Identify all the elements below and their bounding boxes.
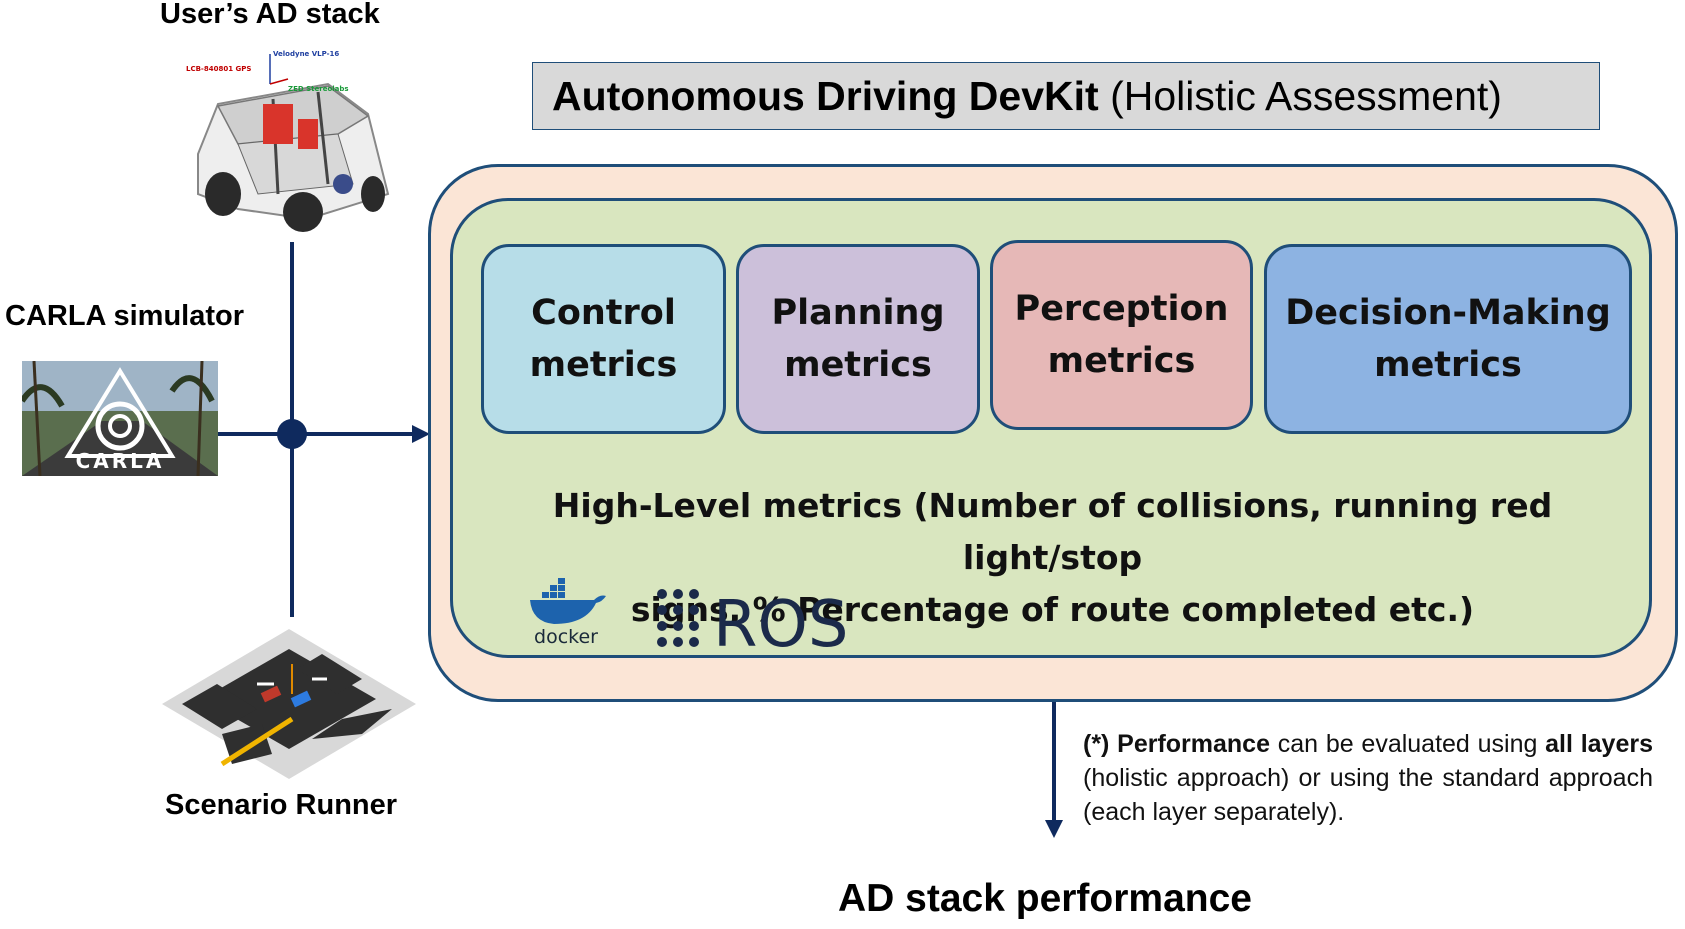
zed-label: ZED Stereolabs bbox=[288, 85, 349, 93]
devkit-title-bold: Autonomous Driving DevKit bbox=[552, 72, 1099, 119]
planning-metrics-subtitle: metrics bbox=[784, 345, 932, 385]
perception-metrics-title: Perception bbox=[1014, 289, 1229, 329]
decision-making-metrics-subtitle: metrics bbox=[1374, 345, 1522, 385]
devkit-title-rest: (Holistic Assessment) bbox=[1110, 72, 1502, 119]
carla-simulator-label: CARLA simulator bbox=[5, 300, 244, 332]
decision-making-metrics-box: Decision-Making metrics bbox=[1264, 244, 1632, 434]
performance-note: (*) Performance can be evaluated using a… bbox=[1083, 727, 1653, 829]
ros-logo: ROS bbox=[656, 588, 876, 662]
docker-logo: docker bbox=[524, 578, 608, 648]
decision-making-metrics-title: Decision-Making bbox=[1285, 293, 1611, 333]
ad-stack-performance-label: AD stack performance bbox=[838, 877, 1252, 920]
docker-whale-icon: docker bbox=[530, 578, 606, 648]
perception-metrics-subtitle: metrics bbox=[1047, 341, 1196, 381]
note-bold-prefix: (*) Performance bbox=[1083, 730, 1270, 758]
high-level-metrics-text: High-Level metrics (Number of collisions… bbox=[470, 480, 1635, 636]
gps-label: LCB-840801 GPS bbox=[186, 65, 251, 73]
note-text-2: (holistic approach) or using the standar… bbox=[1083, 764, 1653, 826]
ros-logo-text: ROS bbox=[713, 588, 848, 650]
scenario-runner-label: Scenario Runner bbox=[165, 789, 398, 821]
devkit-title: Autonomous Driving DevKit (Holistic Asse… bbox=[532, 62, 1600, 130]
arrow-to-devkit-icon bbox=[412, 425, 430, 443]
note-text-1: can be evaluated using bbox=[1270, 730, 1546, 758]
carla-image: CARLA bbox=[22, 361, 218, 476]
note-bold-all-layers: all layers bbox=[1545, 730, 1653, 758]
arrow-to-performance-icon bbox=[1045, 820, 1063, 838]
carla-logo-text: CARLA bbox=[76, 449, 165, 473]
docker-logo-text: docker bbox=[534, 626, 598, 646]
high-level-line-1: High-Level metrics (Number of collisions… bbox=[552, 486, 1553, 577]
user-ad-stack-label: User’s AD stack bbox=[160, 0, 380, 30]
car-image: LCB-840801 GPS Velodyne VLP-16 ZED Stere… bbox=[178, 44, 398, 234]
high-level-line-2: signs, % Percentage of route completed e… bbox=[630, 590, 1475, 629]
scenario-intersection-image bbox=[162, 624, 416, 784]
perception-metrics-box: Perception metrics bbox=[990, 240, 1253, 430]
control-metrics-subtitle: metrics bbox=[529, 345, 678, 385]
control-metrics-box: Control metrics bbox=[481, 244, 726, 434]
velodyne-label: Velodyne VLP-16 bbox=[273, 50, 339, 58]
control-metrics-title: Control bbox=[531, 293, 676, 333]
junction-dot bbox=[277, 419, 307, 449]
planning-metrics-box: Planning metrics bbox=[736, 244, 980, 434]
ros-dots-icon bbox=[657, 589, 699, 647]
planning-metrics-title: Planning bbox=[771, 293, 945, 333]
